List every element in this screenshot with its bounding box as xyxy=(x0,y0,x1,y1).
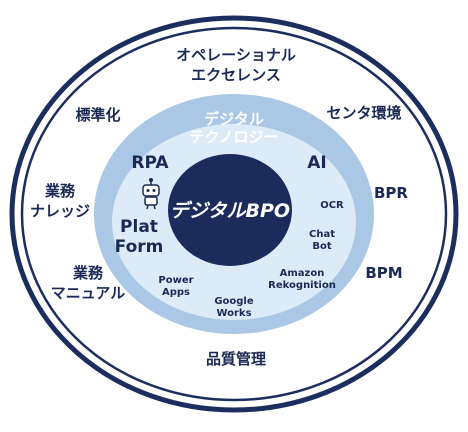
core-circle xyxy=(168,154,292,266)
robot-icon xyxy=(142,178,160,210)
outer-business-manual-line2: マニュアル xyxy=(51,284,126,302)
tech-google-works-line1: Google xyxy=(214,296,254,307)
tech-ai: AI xyxy=(307,153,326,173)
outer-ring-inner-outline xyxy=(20,26,448,402)
core-label: デジタルBPO xyxy=(170,200,290,222)
middle-ring-title-line1: デジタル xyxy=(204,110,264,128)
outer-top-line2: エクセレンス xyxy=(191,66,281,84)
tech-power-apps-line1: Power xyxy=(158,275,193,286)
outer-business-knowledge-line2: ナレッジ xyxy=(30,202,90,220)
tech-chatbot-line1: Chat xyxy=(309,229,335,240)
outer-standardization: 標準化 xyxy=(75,106,120,124)
tech-google-works-line2: Works xyxy=(216,308,251,319)
outer-top-line1: オペレーショナル xyxy=(176,46,296,64)
tech-ocr: OCR xyxy=(320,200,344,211)
middle-ring-title-line2: テクノロジー xyxy=(189,128,278,146)
tech-rpa: RPA xyxy=(131,153,169,173)
outer-bpm: BPM xyxy=(365,264,402,282)
outer-business-manual-line1: 業務 xyxy=(72,264,104,282)
outer-quality: 品質管理 xyxy=(206,350,266,368)
tech-amazon-line1: Amazon xyxy=(280,268,325,279)
tech-platform-line2: Form xyxy=(115,237,164,257)
tech-chatbot-line2: Bot xyxy=(312,241,331,252)
tech-amazon-line2: Rekognition xyxy=(268,280,336,291)
outer-bpr: BPR xyxy=(374,184,408,202)
outer-center-env: センタ環境 xyxy=(326,104,401,122)
outer-business-knowledge-line1: 業務 xyxy=(44,182,76,200)
tech-power-apps-line2: Apps xyxy=(162,287,190,298)
tech-platform-line1: Plat xyxy=(120,217,158,237)
